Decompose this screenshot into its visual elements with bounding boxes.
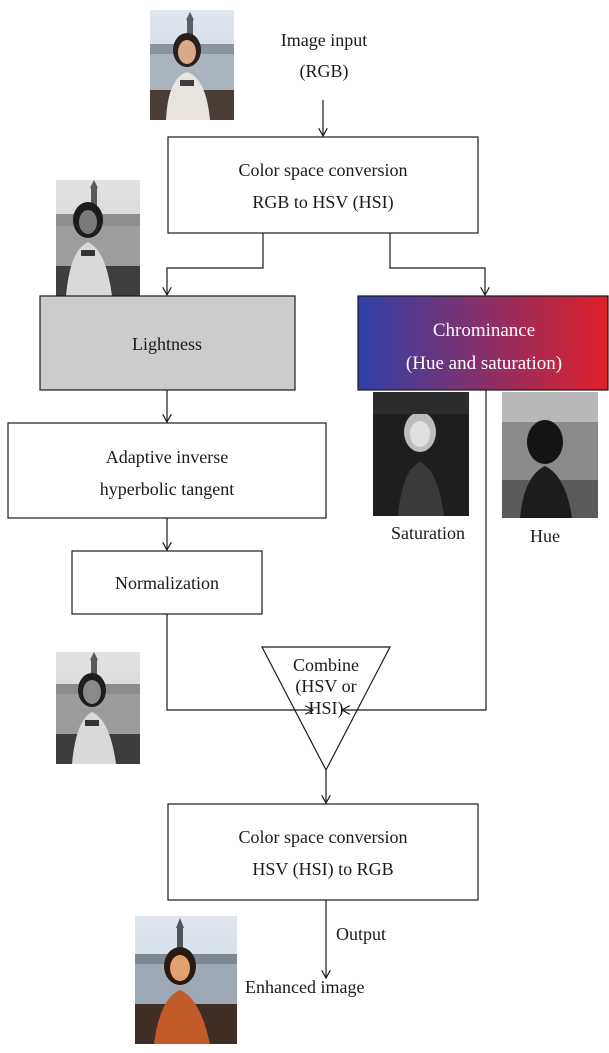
input-photo <box>150 10 234 120</box>
adaptive-box <box>7 422 327 519</box>
enhanced-image-label: Enhanced image <box>245 977 364 997</box>
conversion-top-line2: RGB to HSV (HSI) <box>252 192 393 213</box>
input-label-line1: Image input <box>281 30 367 50</box>
lightness-photo <box>56 180 140 296</box>
combine-line3: HSI) <box>309 698 344 719</box>
combine-line1: Combine <box>293 655 359 675</box>
normalization-label: Normalization <box>115 573 219 593</box>
chrominance-line1: Chrominance <box>433 320 535 341</box>
combine-triangle <box>261 646 391 772</box>
input-label-line2: (RGB) <box>300 61 349 82</box>
combine-line2: (HSV or <box>295 676 356 697</box>
enhanced-photo <box>135 916 237 1044</box>
conversion-bottom-line2: HSV (HSI) to RGB <box>252 859 393 880</box>
normalization-box <box>71 550 263 615</box>
normalized-photo <box>56 652 140 764</box>
saturation-label: Saturation <box>391 523 465 543</box>
arrow-normalization-to-combine <box>166 614 313 710</box>
output-label: Output <box>336 924 386 944</box>
lightness-label: Lightness <box>132 334 202 354</box>
chrominance-line2: (Hue and saturation) <box>406 353 562 374</box>
conversion-bottom-box <box>167 803 479 901</box>
conversion-bottom-line1: Color space conversion <box>239 827 408 847</box>
saturation-photo <box>373 392 469 516</box>
hue-label: Hue <box>530 526 560 546</box>
conversion-top-line1: Color space conversion <box>239 160 408 180</box>
hue-photo <box>502 392 598 518</box>
arrow-to-chrominance <box>389 233 485 295</box>
adaptive-line1: Adaptive inverse <box>106 447 228 467</box>
arrow-to-lightness <box>167 233 264 295</box>
adaptive-line2: hyperbolic tangent <box>100 479 234 499</box>
conversion-top-box <box>167 136 479 234</box>
chrominance-box <box>357 295 609 391</box>
arrow-chrominance-to-combine <box>342 390 487 710</box>
